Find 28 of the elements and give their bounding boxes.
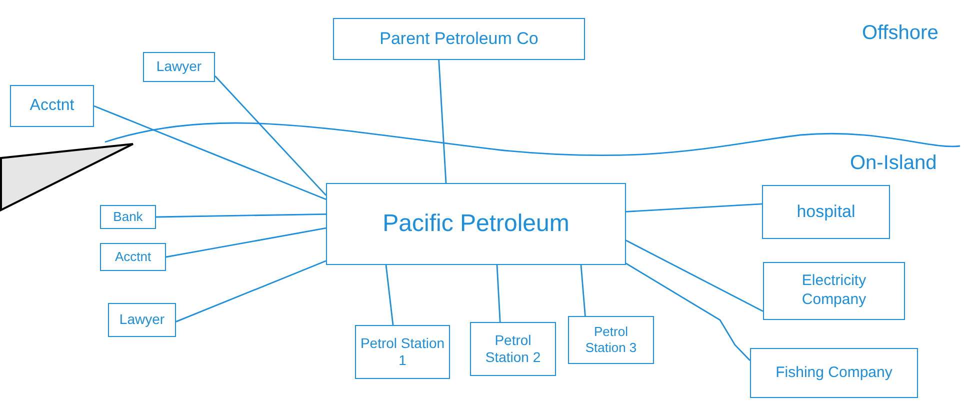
node-box: hospital <box>762 185 890 239</box>
node-box: Acctnt <box>10 85 94 127</box>
node-box: Petrol Station 2 <box>470 322 556 376</box>
connector-line <box>626 203 762 212</box>
connector-line <box>166 227 326 258</box>
region-label: On-Island <box>850 151 937 176</box>
connector-line <box>438 60 447 184</box>
connector-line <box>176 260 326 322</box>
connector-line <box>385 264 394 326</box>
node-box: Petrol Station 3 <box>568 316 654 364</box>
node-box: Lawyer <box>143 52 215 82</box>
node-box: Bank <box>100 205 156 229</box>
region-label: Offshore <box>862 21 938 46</box>
node-box: Electricity Company <box>763 262 905 320</box>
node-box: Pacific Petroleum <box>326 183 626 265</box>
node-box: Acctnt <box>100 243 166 271</box>
node-box: Lawyer <box>108 303 176 337</box>
connector-line <box>94 105 326 200</box>
node-box: Fishing Company <box>750 348 918 398</box>
connector-line <box>156 213 326 218</box>
connector-line <box>626 240 764 312</box>
connector-line <box>214 76 327 196</box>
connector-line <box>580 264 586 316</box>
callout-pointer <box>0 142 136 212</box>
connector-line <box>496 264 501 322</box>
connector-line <box>626 262 750 361</box>
node-box: Parent Petroleum Co <box>333 18 585 60</box>
node-box: Petrol Station 1 <box>355 325 450 379</box>
